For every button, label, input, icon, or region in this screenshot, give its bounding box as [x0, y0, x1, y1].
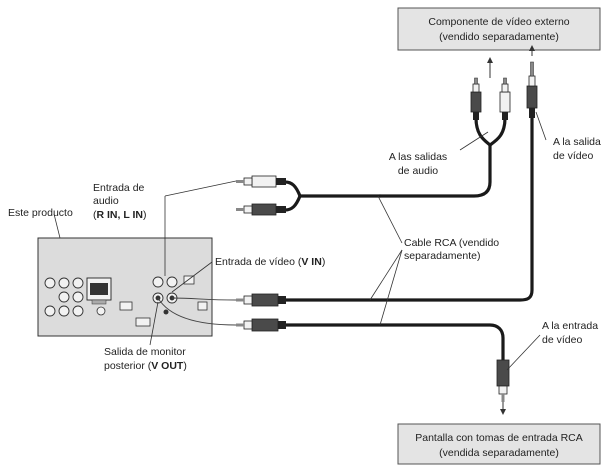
video-output-label-2: de vídeo — [553, 150, 593, 162]
video-plug-v-in — [236, 293, 286, 307]
audio-plug-right — [499, 77, 511, 120]
top-plugs — [470, 61, 538, 120]
video-plug-v-out — [236, 318, 286, 332]
unit-rca-jacks — [152, 276, 178, 304]
unit-multipin-connector — [86, 277, 112, 305]
v-in-code: V IN — [301, 256, 321, 268]
audio-input-codes: (R IN, L IN) — [93, 209, 147, 221]
video-input-right-label: A la entrada — [542, 320, 598, 332]
this-product-label: Este producto — [8, 207, 73, 219]
rear-monitor-label-2: posterior (V OUT) — [104, 360, 187, 372]
display-video-plug — [496, 359, 510, 402]
audio-plug-left — [470, 77, 482, 120]
rca-cable-label-2: separadamente) — [404, 250, 480, 262]
l-in-code: L IN — [123, 209, 143, 221]
video-output-label: A la salida — [553, 136, 601, 148]
unit-video-plugs — [236, 293, 286, 332]
r-in-code: R IN — [97, 209, 118, 221]
display-sold-separately: (vendida separadamente) — [439, 447, 559, 459]
audio-outputs-label: A las salidas — [389, 151, 447, 163]
unit-connectors-left — [44, 277, 84, 317]
left-audio-plugs — [236, 175, 286, 216]
rear-monitor-label: Salida de monitor — [104, 346, 186, 358]
video-plug-top — [526, 61, 538, 118]
audio-input-label: Entrada de — [93, 182, 145, 194]
rca-cables — [283, 116, 534, 362]
audio-plug-l-in — [236, 203, 286, 216]
v-out-code: V OUT — [151, 360, 184, 372]
leader-lines — [53, 111, 547, 371]
video-input-label: Entrada de vídeo (V IN) — [215, 256, 325, 268]
audio-outputs-label-2: de audio — [398, 165, 438, 177]
audio-input-label-2: audio — [93, 195, 119, 207]
rca-cable-label: Cable RCA (vendido — [404, 237, 499, 249]
audio-plug-r-in — [236, 175, 286, 188]
external-component-sold-separately: (vendido separadamente) — [439, 31, 559, 43]
video-input-right-label-2: de vídeo — [542, 334, 582, 346]
display-box: Pantalla con tomas de entrada RCA (vendi… — [397, 423, 601, 465]
external-component-label: Componente de vídeo externo — [428, 16, 569, 28]
display-label: Pantalla con tomas de entrada RCA — [415, 432, 583, 444]
external-video-component-box: Componente de vídeo externo (vendido sep… — [397, 7, 601, 51]
head-unit — [37, 237, 237, 337]
